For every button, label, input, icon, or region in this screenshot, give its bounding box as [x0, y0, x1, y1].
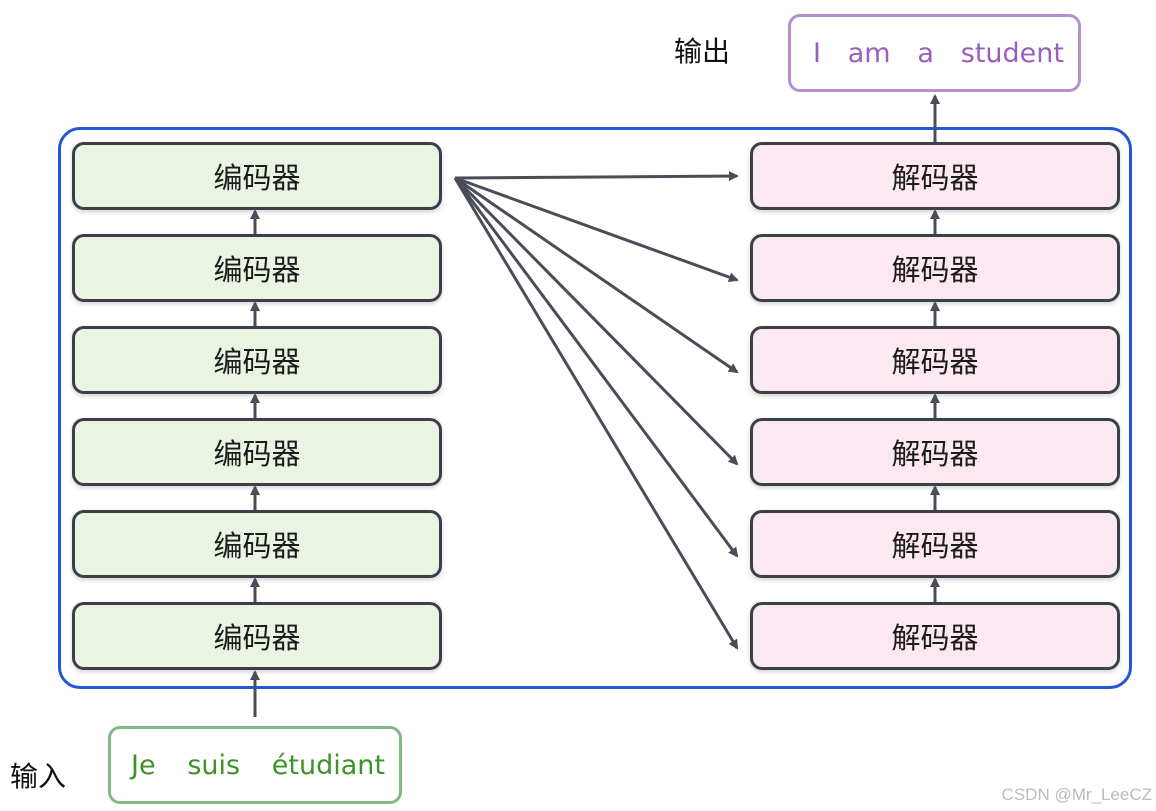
watermark: CSDN @Mr_LeeCZ — [1001, 785, 1152, 804]
decoder-block: 解码器 — [750, 142, 1120, 210]
encoder-block: 编码器 — [72, 510, 442, 578]
encoder-decoder-stack-frame — [58, 127, 1132, 689]
output-word-3: a — [917, 37, 934, 69]
output-word-1: I — [813, 37, 821, 69]
input-sentence-box: Je suis étudiant — [108, 726, 402, 804]
encoder-block: 编码器 — [72, 234, 442, 302]
input-word-2: suis — [187, 749, 241, 781]
decoder-block: 解码器 — [750, 326, 1120, 394]
input-word-3: étudiant — [271, 749, 385, 781]
output-label: 输出 — [674, 35, 731, 68]
encoder-block: 编码器 — [72, 142, 442, 210]
encoder-block: 编码器 — [72, 602, 442, 670]
input-label: 输入 — [10, 760, 67, 793]
encoder-block: 编码器 — [72, 326, 442, 394]
input-word-1: Je — [131, 749, 156, 781]
encoder-to-decoder-arrow — [453, 176, 739, 466]
encoder-to-decoder-arrow — [454, 176, 739, 282]
output-sentence-box: I am a student — [788, 14, 1081, 92]
decoder-block: 解码器 — [750, 418, 1120, 486]
output-word-2: am — [847, 37, 891, 69]
output-word-4: student — [960, 37, 1064, 69]
encoder-to-decoder-arrow — [454, 171, 739, 182]
encoder-to-decoder-arrow — [453, 177, 739, 558]
encoder-block: 编码器 — [72, 418, 442, 486]
decoder-block: 解码器 — [750, 510, 1120, 578]
decoder-block: 解码器 — [750, 602, 1120, 670]
encoder-to-decoder-arrow — [453, 177, 739, 650]
decoder-block: 解码器 — [750, 234, 1120, 302]
encoder-to-decoder-arrow — [454, 176, 739, 374]
